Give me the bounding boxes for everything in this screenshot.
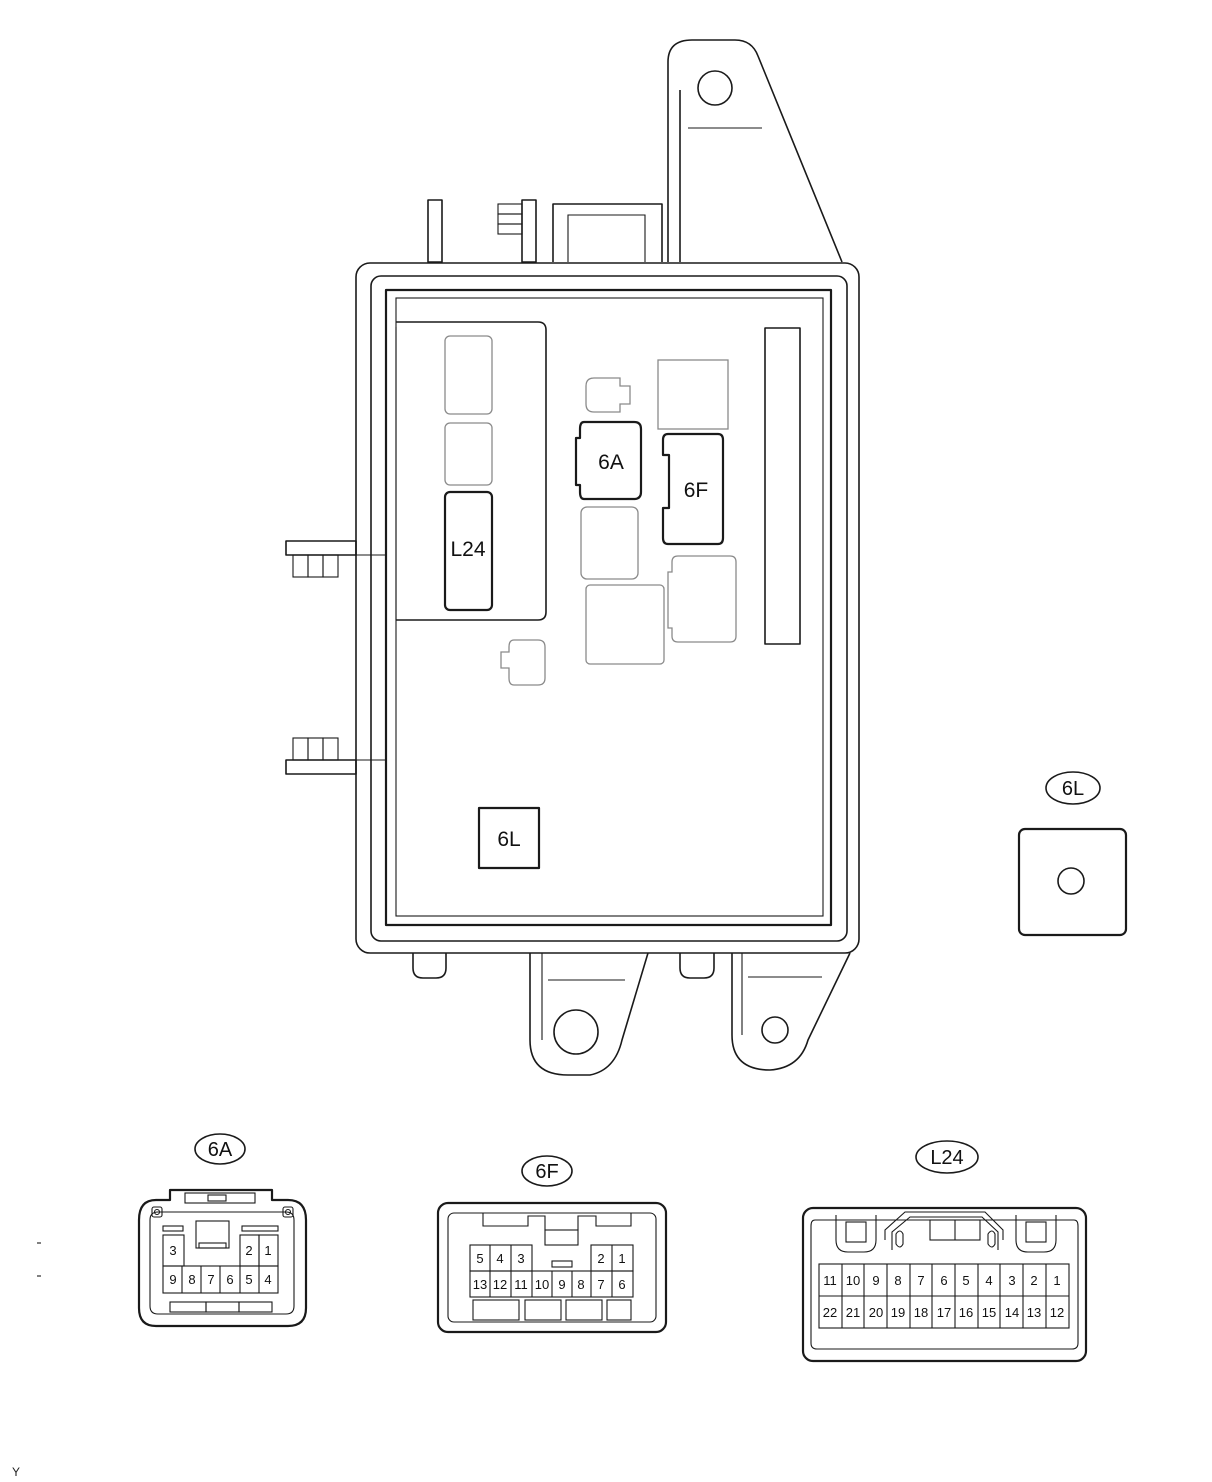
side-clip-upper [285,540,386,578]
pin: 22 [823,1305,837,1320]
pin: 1 [264,1243,271,1258]
connector-l24-detail: L24 11 10 9 8 7 [801,1140,1088,1363]
connector-6l-location [477,806,541,870]
pin: 21 [846,1305,860,1320]
relay-slot [444,422,493,486]
pin: 3 [169,1243,176,1258]
pin: 9 [558,1277,565,1292]
pin: 10 [535,1277,549,1292]
small-connector-slot [585,377,631,413]
pin: 6 [226,1272,233,1287]
connector-l24-location-label: L24 [450,538,485,561]
connector-6a-housing [137,1188,308,1328]
pin: 2 [597,1251,604,1266]
pin: 14 [1005,1305,1019,1320]
connector-l24-pins: 11 10 9 8 7 6 5 4 3 2 1 22 21 20 19 18 1… [818,1263,1070,1329]
pin: 15 [982,1305,996,1320]
connector-6l-callout-label: 6L [1062,778,1084,800]
pin: 8 [894,1273,901,1288]
pin: 5 [476,1251,483,1266]
junction-block: L24 6A 6F 6L [285,39,860,1076]
pin: 9 [169,1272,176,1287]
bottom-right-mount-hole [761,1016,789,1044]
connector-6f-housing [436,1201,668,1334]
connector-6l-callout [1045,771,1101,805]
pin: 12 [493,1277,507,1292]
pin: 5 [962,1273,969,1288]
connector-l24-housing [801,1206,1088,1363]
pin: 7 [207,1272,214,1287]
bottom-mounting-bracket-left [529,952,649,1076]
fuse-strip [764,327,801,645]
pin: 13 [473,1277,487,1292]
pin: 8 [188,1272,195,1287]
pin: 11 [823,1273,837,1288]
connector-6f-callout [521,1155,573,1187]
top-mounting-bracket [667,39,843,263]
connector-6l-location-label: 6L [497,828,520,851]
connector-l24-callout-label: L24 [930,1147,963,1169]
pin: 9 [872,1273,879,1288]
connector-6f-callout-label: 6F [535,1161,558,1183]
pin: 6 [940,1273,947,1288]
pin: 4 [264,1272,271,1287]
connector-6f-location-label: 6F [684,479,709,502]
connector-6l-face [1017,827,1128,937]
pin: 13 [1027,1305,1041,1320]
pin: 17 [937,1305,951,1320]
pin: 18 [914,1305,928,1320]
pin: 12 [1050,1305,1064,1320]
connector-6a-callout [194,1133,246,1165]
pin: 2 [1030,1273,1037,1288]
bottom-left-mount-hole [553,1009,599,1055]
pin: 1 [618,1251,625,1266]
connector-6l-terminal [1057,867,1085,895]
connector-6f-pins: 5 4 3 2 1 13 12 11 10 9 8 7 6 [469,1244,634,1298]
pin: 19 [891,1305,905,1320]
pin: 7 [597,1277,604,1292]
pin: 4 [985,1273,992,1288]
pin: 10 [846,1273,860,1288]
junction-block-outer-casing [355,262,860,954]
pin: 11 [514,1277,528,1292]
side-clip-lower [285,737,386,775]
connector-l24-location [443,490,494,612]
pin: 8 [577,1277,584,1292]
relay-slot [585,584,665,665]
bottom-mounting-bracket-right [731,952,851,1071]
connector-l24-callout [915,1140,979,1174]
pin: 16 [959,1305,973,1320]
top-mount-hole [697,70,733,106]
connector-6a-location [574,420,643,501]
relay-slot [657,359,729,430]
pin: 20 [869,1305,883,1320]
connector-slot [667,555,737,643]
pin: 5 [245,1272,252,1287]
relay-slot [444,335,493,415]
connector-6f-detail: 6F 5 4 3 2 1 13 12 11 [436,1155,668,1334]
connector-6l-detail: 6L [1017,771,1128,937]
connector-6a-detail: 6A 3 2 1 9 8 7 [137,1133,308,1328]
connector-6f-location [661,432,725,546]
pin: 3 [517,1251,524,1266]
connector-6a-location-label: 6A [598,451,624,474]
pin: 1 [1053,1273,1060,1288]
pin: 2 [245,1243,252,1258]
top-clip [521,199,537,263]
relay-slot [580,506,639,580]
connector-6a-callout-label: 6A [208,1139,233,1161]
pin: 3 [1008,1273,1015,1288]
connector-6a-pins: 3 2 1 9 8 7 6 5 4 [162,1234,279,1294]
pin: 7 [917,1273,924,1288]
figure-code: Y [12,1465,20,1479]
pin: 6 [618,1277,625,1292]
small-connector-slot [500,639,546,686]
top-tab-left [427,199,443,263]
pin: 4 [496,1251,503,1266]
